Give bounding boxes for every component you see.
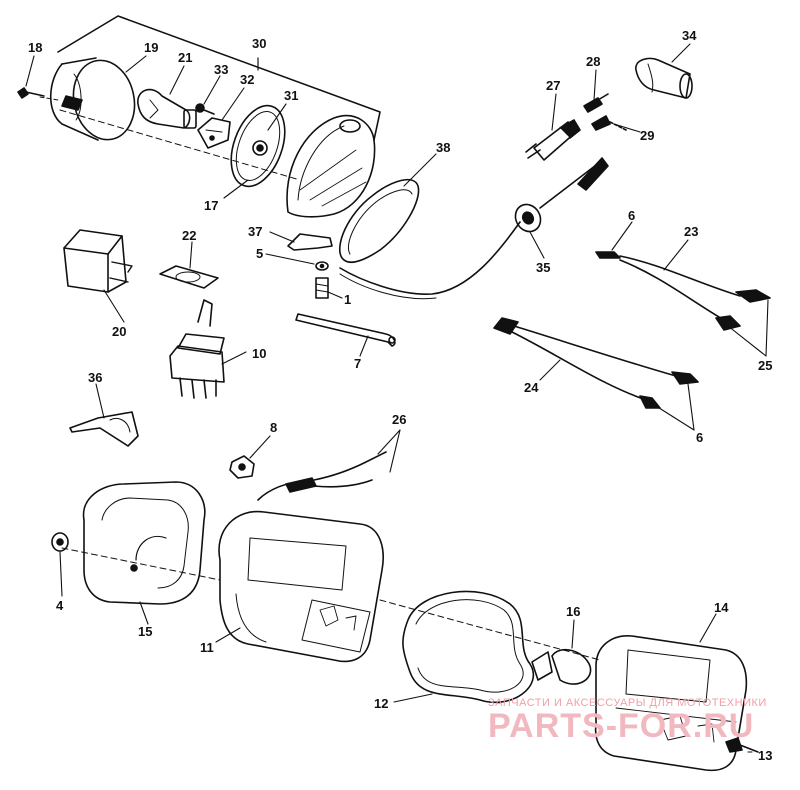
label-11: 11 bbox=[200, 640, 214, 655]
label-19: 19 bbox=[144, 40, 158, 55]
assembly-axis-lines bbox=[59, 109, 601, 661]
label-28: 28 bbox=[586, 54, 600, 69]
label-31: 31 bbox=[284, 88, 298, 103]
label-26: 26 bbox=[392, 412, 406, 427]
label-10: 10 bbox=[252, 346, 266, 361]
grommet-35 bbox=[514, 157, 609, 233]
toggle-switch-10 bbox=[169, 299, 225, 399]
label-15: 15 bbox=[138, 624, 152, 639]
strap-7 bbox=[295, 313, 396, 347]
label-25: 25 bbox=[758, 358, 772, 373]
label-23: 23 bbox=[684, 224, 698, 239]
nut-4 bbox=[51, 532, 69, 552]
label-7: 7 bbox=[354, 356, 361, 371]
wires-26 bbox=[257, 451, 387, 501]
label-33: 33 bbox=[214, 62, 228, 77]
label-36: 36 bbox=[88, 370, 102, 385]
leader-lines bbox=[25, 43, 769, 753]
bulb-21 bbox=[137, 88, 197, 129]
terminal-28 bbox=[583, 93, 609, 113]
label-13: 13 bbox=[758, 748, 772, 763]
bolt-1 bbox=[315, 277, 329, 299]
label-4: 4 bbox=[56, 598, 64, 613]
screw-33 bbox=[195, 103, 215, 115]
bulb-16 bbox=[531, 648, 592, 685]
lens-gasket-12 bbox=[402, 590, 535, 704]
relay-20 bbox=[63, 229, 133, 293]
mounting-plate-15 bbox=[82, 481, 206, 605]
harness-24 bbox=[493, 317, 699, 409]
label-1: 1 bbox=[344, 292, 351, 307]
label-38: 38 bbox=[436, 140, 450, 155]
label-34: 34 bbox=[682, 28, 697, 43]
label-12: 12 bbox=[374, 696, 388, 711]
socket-27 bbox=[525, 119, 581, 161]
label-32: 32 bbox=[240, 72, 254, 87]
grommet-8 bbox=[229, 455, 255, 479]
terminal-29 bbox=[591, 115, 627, 131]
tail-housing-11 bbox=[218, 510, 384, 663]
label-17: 17 bbox=[204, 198, 218, 213]
label-6a: 6 bbox=[628, 208, 635, 223]
watermark-tagline: ЗАПЧАСТИ И АКСЕССУАРЫ ДЛЯ МОТОТЕХНИКИ bbox=[488, 697, 767, 709]
label-5: 5 bbox=[256, 246, 263, 261]
indicator-34 bbox=[635, 57, 693, 99]
label-20: 20 bbox=[112, 324, 126, 339]
label-18: 18 bbox=[28, 40, 42, 55]
label-16: 16 bbox=[566, 604, 580, 619]
harness-23 bbox=[595, 251, 771, 331]
label-14: 14 bbox=[714, 600, 729, 615]
label-30: 30 bbox=[252, 36, 266, 51]
nut-5 bbox=[315, 261, 329, 271]
label-27: 27 bbox=[546, 78, 560, 93]
label-35: 35 bbox=[536, 260, 550, 275]
label-6b: 6 bbox=[696, 430, 703, 445]
headlamp-shell-30 bbox=[286, 115, 376, 218]
screw-13 bbox=[725, 737, 759, 753]
part-number-labels: 18 19 30 21 33 32 31 17 38 27 28 29 34 3… bbox=[28, 28, 772, 763]
screw-18 bbox=[17, 87, 59, 101]
watermark-logo: PARTS-FOR.RU bbox=[488, 707, 755, 745]
label-8: 8 bbox=[270, 420, 277, 435]
label-21: 21 bbox=[178, 50, 192, 65]
label-24: 24 bbox=[524, 380, 539, 395]
headlamp-cable bbox=[339, 221, 521, 295]
label-37: 37 bbox=[248, 224, 262, 239]
gasket-38 bbox=[338, 178, 420, 263]
visor-ring-19 bbox=[50, 57, 136, 141]
label-29: 29 bbox=[640, 128, 654, 143]
clip-37 bbox=[287, 233, 333, 251]
clip-32 bbox=[197, 117, 231, 149]
label-22: 22 bbox=[182, 228, 196, 243]
reflector-disc-31 bbox=[230, 104, 286, 188]
plate-22 bbox=[159, 265, 219, 289]
assembly-bracket-30 bbox=[57, 15, 381, 141]
